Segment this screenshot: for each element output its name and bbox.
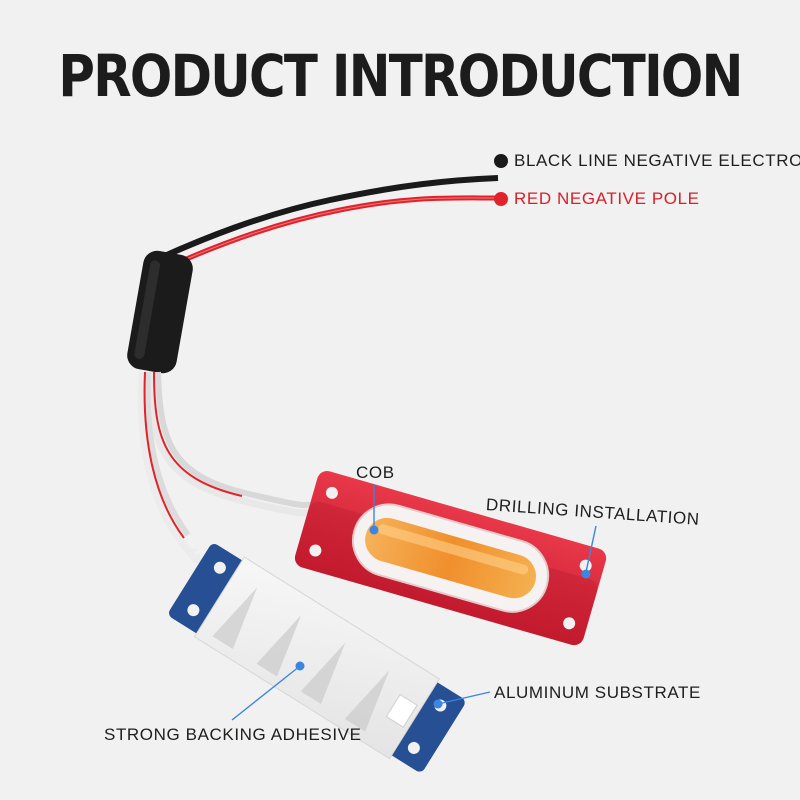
label-adhesive: STRONG BACKING ADHESIVE	[104, 725, 362, 744]
page-title: PRODUCT INTRODUCTION	[58, 42, 743, 110]
heat-shrink-connector	[127, 250, 193, 374]
label-red-pole: RED NEGATIVE POLE	[514, 189, 700, 208]
black-wire-dot	[494, 154, 508, 168]
pointer-dots	[295, 525, 591, 709]
pointer-lines	[231, 484, 597, 721]
red-cob-module	[294, 471, 607, 646]
module-wires	[137, 371, 311, 564]
label-cob: COB	[356, 463, 395, 482]
blue-adhesive-module	[169, 544, 465, 772]
power-wires	[158, 175, 499, 271]
red-wire-dot	[494, 192, 508, 206]
label-aluminum: ALUMINUM SUBSTRATE	[494, 683, 701, 702]
label-black-line: BLACK LINE NEGATIVE ELECTRODE	[514, 151, 800, 170]
